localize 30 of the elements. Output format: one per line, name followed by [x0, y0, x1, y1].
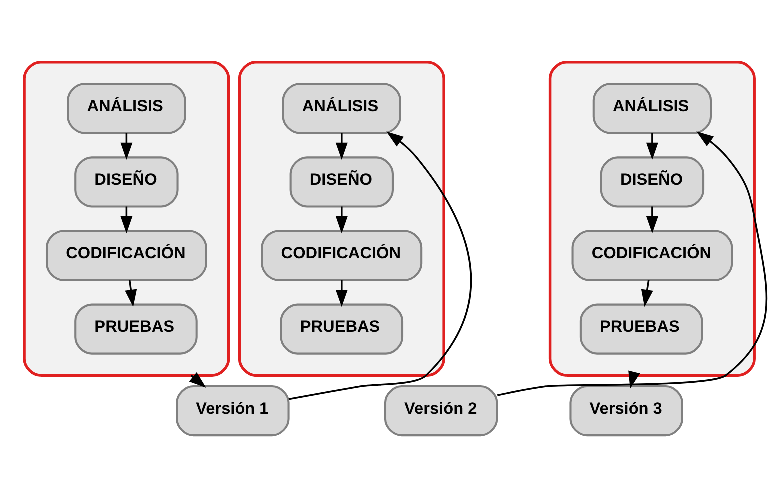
arrow	[641, 280, 654, 308]
cluster	[238, 60, 446, 377]
node-box: Versión 2	[384, 386, 498, 437]
node-box: PRUEBAS	[580, 304, 704, 355]
arrow	[336, 206, 348, 234]
arrow	[497, 132, 768, 396]
node-box: DISEÑO	[600, 156, 705, 208]
node-box: Versión 1	[176, 386, 290, 437]
arrow	[120, 206, 133, 234]
arrow	[120, 133, 133, 160]
node-box: PRUEBAS	[74, 304, 198, 355]
node-box: CODIFICACIÓN	[572, 230, 734, 282]
node-box: ANÁLISIS	[67, 83, 186, 134]
node-box: DISEÑO	[290, 156, 394, 208]
node-box: CODIFICACIÓN	[261, 230, 423, 282]
node-box: Versión 3	[570, 386, 684, 437]
node-box: CODIFICACIÓN	[46, 230, 208, 282]
arrow	[646, 206, 658, 234]
cluster	[23, 60, 230, 377]
cluster	[548, 60, 756, 377]
arrow	[125, 280, 138, 308]
arrow	[336, 133, 348, 160]
node-box: ANÁLISIS	[282, 83, 402, 134]
arrow	[189, 372, 206, 388]
node-box: ANÁLISIS	[592, 83, 712, 134]
node-box: DISEÑO	[74, 156, 179, 208]
node-box: PRUEBAS	[280, 304, 404, 355]
arrow	[336, 280, 348, 308]
arrow	[288, 132, 472, 400]
arrow	[646, 133, 658, 160]
